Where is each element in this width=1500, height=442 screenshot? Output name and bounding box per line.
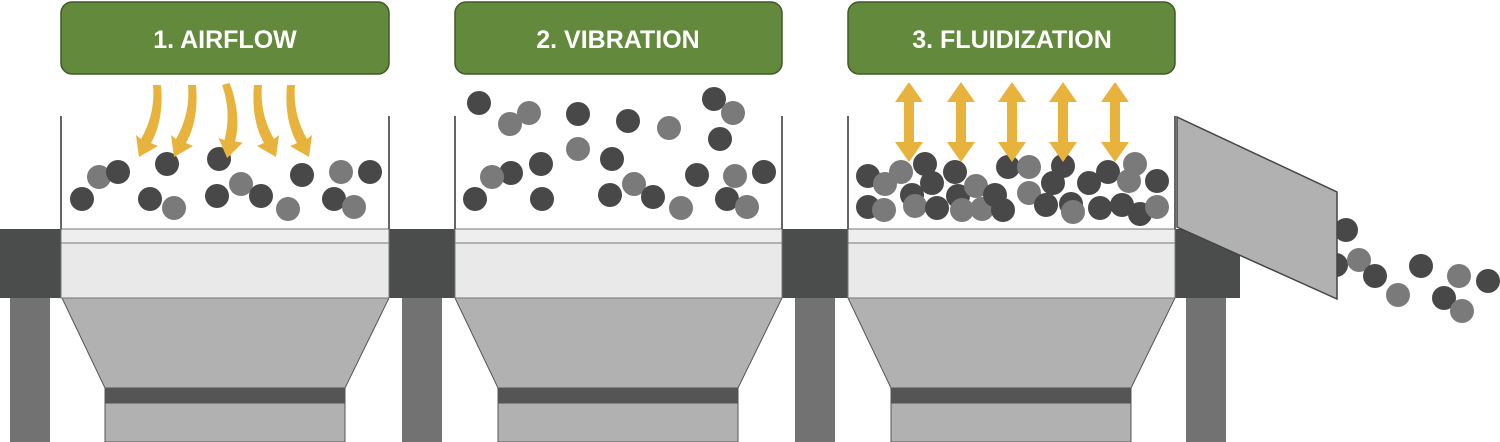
support-leg (402, 296, 442, 442)
frame-block (0, 229, 62, 298)
stage-label-1: 1. AIRFLOW (153, 26, 297, 54)
frame-blocks (0, 229, 1240, 298)
tray-3 (847, 228, 1176, 299)
frame-block (782, 229, 848, 298)
frame-block (389, 229, 455, 298)
stage-header-2: 2. VIBRATION (454, 1, 783, 75)
support-leg (795, 296, 835, 442)
stage-label-3: 3. FLUIDIZATION (912, 26, 1112, 54)
airflow-arrows-icon (136, 82, 312, 159)
discharge-particles (1324, 218, 1500, 323)
trays (60, 228, 1176, 299)
support-leg (10, 296, 50, 442)
hoppers (61, 297, 1176, 442)
support-legs (10, 296, 1226, 442)
tray-2 (454, 228, 783, 299)
chamber-walls (60, 116, 1176, 229)
hopper-2 (454, 297, 783, 442)
stage-label-2: 2. VIBRATION (536, 26, 699, 54)
stage-3-particles (856, 152, 1169, 226)
stage-2-particles (463, 87, 776, 220)
stage-header-1: 1. AIRFLOW (60, 1, 390, 75)
stage-header-3: 3. FLUIDIZATION (847, 1, 1176, 75)
hopper-1 (61, 297, 390, 442)
stage-1-particles (70, 147, 382, 221)
bidirectional-arrows-icon (895, 82, 1129, 162)
tray-1 (60, 228, 390, 299)
hopper-3 (847, 297, 1176, 442)
support-leg (1186, 296, 1226, 442)
discharge-chute (1176, 115, 1338, 301)
